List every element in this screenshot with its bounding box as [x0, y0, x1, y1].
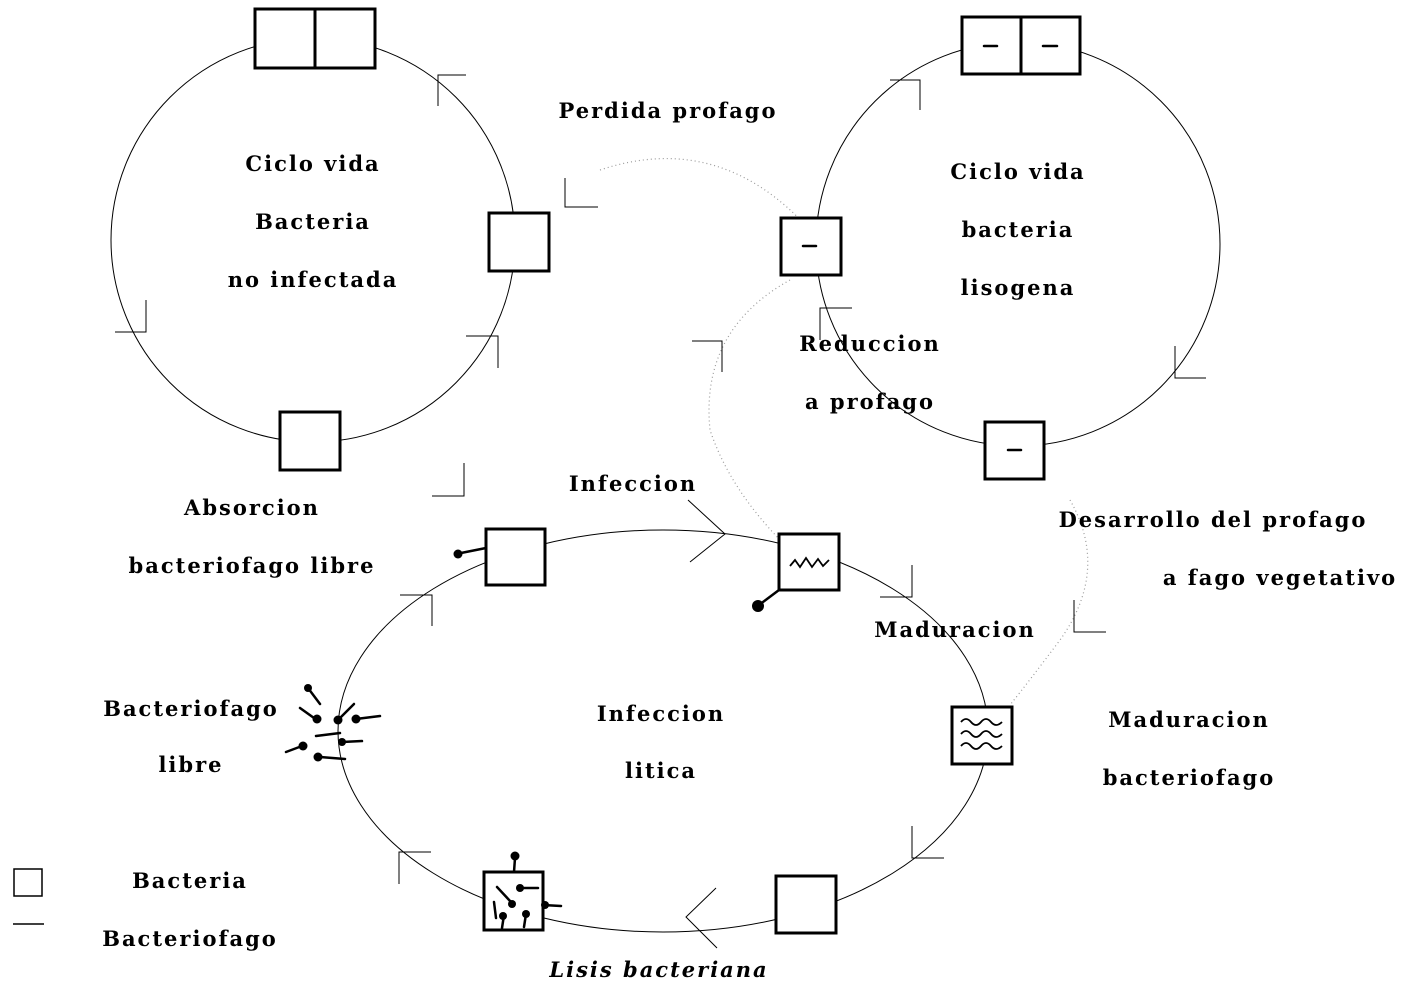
arrow-corner-icon: [466, 335, 499, 368]
prophage-loss-connector: [599, 158, 811, 231]
prophage-loss-label: Perdida profago: [559, 98, 778, 123]
lysogenic-bacteria: [779, 216, 843, 277]
lysogenic-cycle-title-line2: bacteria: [962, 217, 1075, 242]
phage-maturation-label-line1: Maduracion: [1108, 707, 1270, 732]
lysogenic-cycle-title-line1: Ciclo vida: [950, 159, 1085, 184]
reduction-connector: [708, 279, 791, 546]
phage-maturation-label-line2: bacteriofago: [1103, 765, 1276, 790]
arrow-corner-icon: [1174, 346, 1206, 379]
maturation-label: Maduracion: [874, 617, 1036, 642]
arrow-corner-icon: [564, 178, 598, 208]
prophage-development-connector: [1009, 499, 1089, 706]
uninfected-cycle-title-line3: no infectada: [228, 267, 399, 292]
arrow-chevron-icon: [685, 887, 718, 949]
arrow-corner-icon: [911, 826, 944, 859]
free-phages-cluster: [284, 684, 382, 762]
legend-bacteria-label: Bacteria: [132, 868, 248, 893]
reduction-label-line2: a profago: [805, 389, 935, 414]
bacteria-box: [278, 410, 342, 472]
free-phage-label-line1: Bacteriofago: [103, 696, 279, 721]
arrow-corner-icon: [400, 594, 433, 626]
free-phage-label-line2: libre: [158, 752, 223, 777]
legend-bacteriophage-label: Bacteriofago: [102, 926, 278, 951]
absorption-label-line2: bacteriofago libre: [129, 553, 376, 578]
legend-bacteria-icon: [13, 868, 43, 897]
phage-attached-bacteria: [453, 527, 547, 587]
infection-label: Infeccion: [569, 471, 697, 496]
arrow-corner-icon: [432, 463, 465, 497]
uninfected-cycle-title-line2: Bacteria: [255, 209, 371, 234]
arrow-chevron-icon: [687, 499, 726, 563]
arrow-corner-icon: [890, 79, 921, 110]
dividing-bacteria: [253, 7, 377, 70]
lytic-cycle-title-line1: Infeccion: [597, 701, 725, 726]
bacteria-box: [774, 874, 838, 935]
arrow-corner-icon: [880, 565, 913, 598]
prophage-development-label-line1: Desarrollo del profago: [1059, 507, 1368, 532]
lysing-bacteria: [482, 851, 563, 932]
legend: Bacteria Bacteriofago: [13, 868, 278, 951]
dividing-lysogenic-bacteria: [960, 15, 1082, 76]
reduction-label-line1: Reduccion: [799, 331, 941, 356]
arrow-corner-icon: [692, 340, 723, 372]
lytic-cycle-title-line2: litica: [625, 758, 697, 783]
infected-bacteria: [752, 532, 841, 612]
arrow-markers: [115, 74, 1206, 949]
uninfected-cycle-circle: [110, 37, 516, 443]
absorption-label-line1: Absorcion: [183, 495, 320, 520]
arrow-corner-icon: [819, 307, 852, 340]
arrow-corner-icon: [115, 300, 147, 333]
prophage-development-label-line2: a fago vegetativo: [1163, 565, 1397, 590]
uninfected-cycle-title-line1: Ciclo vida: [245, 151, 380, 176]
arrow-corner-icon: [437, 74, 466, 106]
arrow-corner-icon: [398, 851, 431, 884]
lysogenic-cycle-title-line3: lisogena: [961, 275, 1076, 300]
maturing-bacteria: [950, 705, 1014, 766]
arrow-corner-icon: [1073, 600, 1106, 633]
lysis-label: Lisis bacteriana: [548, 957, 768, 982]
bacteria-box: [487, 211, 551, 273]
lysogenic-cycle-circle: [815, 41, 1221, 447]
lysogenic-bacteria: [983, 420, 1046, 481]
lytic-cycle-circle: [337, 529, 989, 933]
